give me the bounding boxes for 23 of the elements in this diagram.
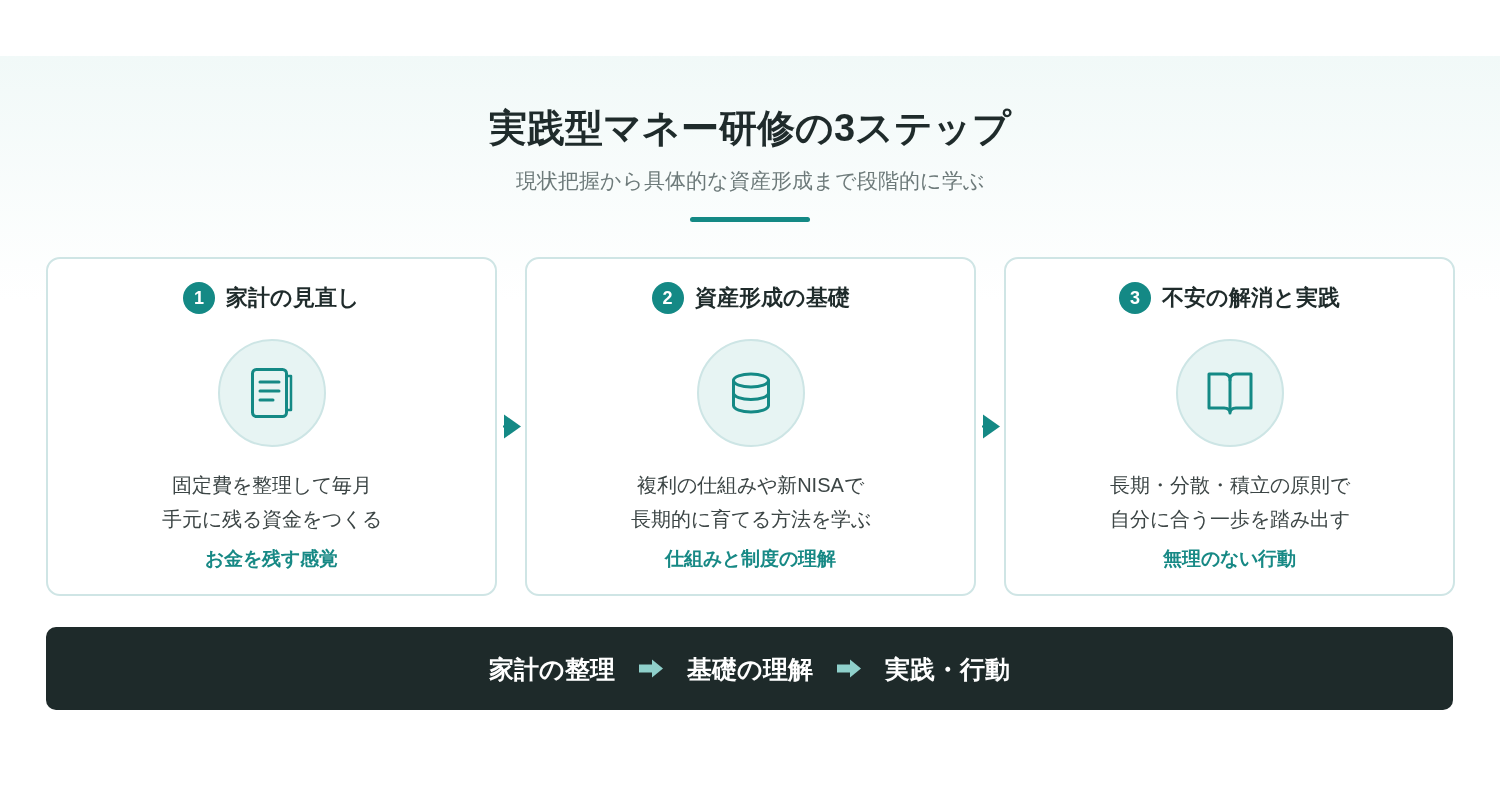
arrow [502, 414, 521, 439]
key-phrase: 仕組みと制度の理解 [665, 547, 836, 571]
page-title: 実践型マネー研修の3ステップ [488, 106, 1012, 151]
summary-bar [46, 627, 1453, 710]
step-card [46, 257, 497, 596]
step-description: 複利の仕組みや新NISAで長期的に育てる方法を学ぶ [630, 473, 871, 532]
key-phrase: お金を残す感覚 [205, 547, 338, 571]
step-title: 資産形成の基礎 [694, 284, 850, 312]
step-title: 不安の解消と実践 [1162, 284, 1340, 312]
step-number: 1 [183, 282, 215, 314]
key-phrase: 無理のない行動 [1163, 547, 1296, 571]
step-description: 固定費を整理して毎月手元に残る資金をつくる [161, 473, 382, 532]
summary-step: 実践・行動 [885, 652, 1010, 685]
step-number: 2 [651, 282, 684, 314]
step-description: 長期・分散・積立の原則で自分に合う一歩を踏み出す [1109, 473, 1350, 532]
arrow [981, 414, 1000, 439]
summary-step: 基礎の理解 [687, 652, 813, 685]
subtitle: 現状把握から具体的な資産形成まで段階的に学ぶ [515, 168, 985, 194]
step-card [1004, 257, 1455, 596]
summary-step: 家計の整理 [489, 652, 615, 685]
step-card [525, 257, 976, 596]
step-title: 家計の見直し [226, 284, 360, 312]
step-number: 3 [1119, 282, 1151, 314]
